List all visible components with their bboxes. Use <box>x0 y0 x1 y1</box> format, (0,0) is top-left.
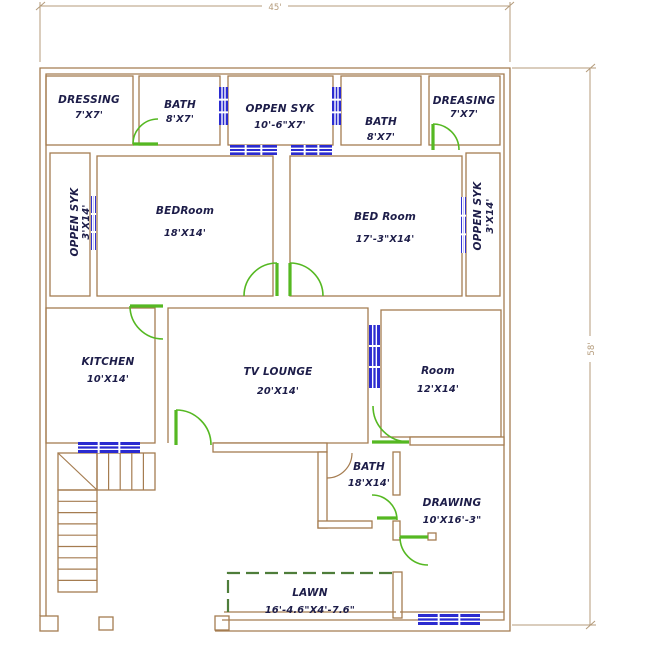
label-room: Room <box>421 365 455 377</box>
door-bedroom1 <box>243 262 279 297</box>
posts <box>39 615 230 632</box>
size-bath3: 18'X14' <box>348 478 390 489</box>
door-bedroom2 <box>288 262 324 297</box>
lawn-boundary <box>226 571 395 612</box>
staircase <box>57 452 156 593</box>
window-symbol <box>78 442 140 453</box>
door-drawing <box>399 535 429 566</box>
window-symbol <box>219 87 228 125</box>
door-bath-drawing <box>371 494 398 521</box>
door-kitchen <box>129 304 164 340</box>
label-oppen-syk-left: OPPEN SYK <box>69 187 81 257</box>
door-bath3 <box>326 452 353 479</box>
size-bedroom1: 18'X14' <box>164 228 206 239</box>
size-tv-lounge: 20'X14' <box>257 386 299 397</box>
label-bedroom1: BEDRoom <box>156 205 214 217</box>
window-symbol <box>418 614 480 625</box>
window-symbol <box>332 87 341 125</box>
interior-walls <box>212 436 505 619</box>
label-tv-lounge: TV LOUNGE <box>243 366 313 378</box>
label-oppen-syk-right: OPPEN SYK <box>472 181 484 251</box>
room-labels: DRESSING 7'X7' BATH 8'X7' OPPEN SYK 10'-… <box>58 94 496 616</box>
right-dimension: 58' <box>512 63 597 630</box>
window-symbol <box>461 197 466 253</box>
window-symbol <box>91 196 96 250</box>
door-bath1 <box>132 118 159 146</box>
windows <box>78 87 480 625</box>
label-dreasing: DREASING <box>433 95 496 107</box>
label-bath3: BATH <box>353 461 385 473</box>
size-lawn: 16'-4.6"X4'-7.6" <box>265 605 355 616</box>
top-dimension-label: 45' <box>268 3 281 13</box>
label-bath2: BATH <box>365 116 397 128</box>
size-bedroom2: 17'-3"X14' <box>356 234 415 245</box>
size-oppen-syk-right: 3'X14' <box>485 198 496 233</box>
window-symbol <box>369 325 380 388</box>
size-oppen-syk-left: 3'X14' <box>81 204 92 239</box>
label-oppen-syk-top: OPPEN SYK <box>245 103 315 115</box>
doors <box>129 118 460 566</box>
size-drawing: 10'X16'-3" <box>423 515 482 526</box>
size-dreasing: 7'X7' <box>450 109 478 120</box>
door-dreasing <box>431 123 460 151</box>
label-bedroom2: BED Room <box>354 211 416 223</box>
label-dressing: DRESSING <box>58 94 120 106</box>
outer-walls <box>39 67 511 632</box>
label-bath1: BATH <box>164 99 196 111</box>
size-oppen-syk-top: 10'-6"X7' <box>254 120 306 131</box>
window-symbol <box>291 145 332 155</box>
right-dimension-label: 58' <box>587 342 597 355</box>
size-bath2: 8'X7' <box>367 132 395 143</box>
label-drawing: DRAWING <box>423 497 482 509</box>
size-bath1: 8'X7' <box>166 114 194 125</box>
label-lawn: LAWN <box>292 587 327 599</box>
label-kitchen: KITCHEN <box>81 356 134 368</box>
door-tv-lounge-entry <box>174 409 212 446</box>
top-dimension: 45' <box>35 1 515 62</box>
size-kitchen: 10'X14' <box>87 374 129 385</box>
size-dressing: 7'X7' <box>75 110 103 121</box>
door-room <box>372 405 410 444</box>
size-room: 12'X14' <box>417 384 459 395</box>
window-symbol <box>230 145 277 155</box>
